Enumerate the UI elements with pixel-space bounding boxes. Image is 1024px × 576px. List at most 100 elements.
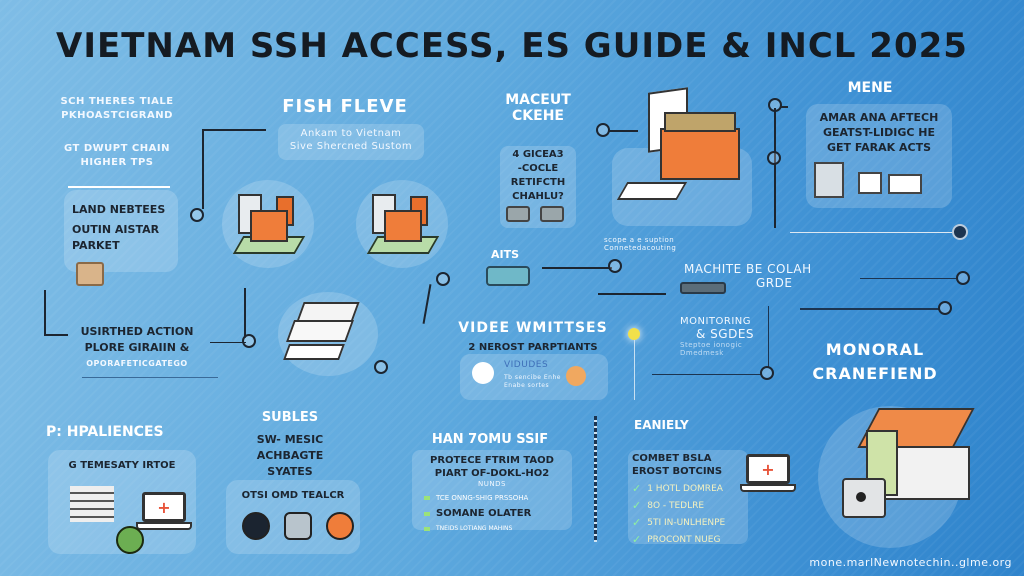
camera-lens-icon: [842, 478, 886, 518]
used-action-line-3: OPORAFETICGATEGO: [86, 359, 188, 368]
check-icon: ✓: [632, 482, 642, 495]
server-building-icon: [660, 128, 740, 180]
maceut-line-1: 4 GICEA3: [512, 149, 564, 160]
subles-text: SW- MESIC ACHBAGTE SYATES: [230, 432, 350, 480]
han-line-2: PIART OF-DOKL-HO2: [434, 468, 550, 479]
aits-label: AITS: [490, 248, 520, 261]
cube-icon: [284, 512, 312, 540]
left-panel-line-3: PARKET: [72, 239, 120, 252]
cube-face: [866, 430, 898, 496]
left-panel: LAND NEBTEES OUTIN AISTAR PARKET: [64, 190, 178, 272]
maceut-heading-1: MACEUT: [505, 92, 571, 108]
server-roof: [664, 112, 736, 132]
mene-line-1: AMAR ANA AFTECH: [819, 111, 939, 124]
connector-node: [938, 301, 952, 315]
eaniely-line-2: EROST BOTCINS: [632, 466, 723, 477]
building-icon: [814, 162, 844, 198]
device-icon: [506, 206, 530, 222]
fish-heading: FISH FLEVE: [282, 96, 408, 117]
used-action-line-2: PLORE GIRAIIN &: [84, 341, 190, 354]
document-stack-icon: [282, 298, 362, 368]
connector-node: [190, 208, 204, 222]
maceut-heading-2: CKEHE: [512, 108, 564, 124]
footer-url[interactable]: mone.marlNewnotechin..glme.org: [809, 556, 1012, 569]
han-panel: PROTECE FTRIM TAOD PIART OF-DOKL-HO2 NUN…: [412, 450, 572, 532]
window-icon: [326, 512, 354, 540]
mene-line-3: GET FARAK ACTS: [827, 141, 931, 154]
han-line-3: NUNDS: [478, 480, 506, 488]
monitoring-text: MONITORING & SGDES Steptoe ionogic Dmedm…: [680, 316, 770, 357]
device-icon: [486, 266, 530, 286]
monoral-line-1: MONORAL: [825, 340, 925, 359]
laptop-icon: +: [740, 454, 796, 492]
aits-note-1: scope a e suption: [604, 236, 675, 244]
connector-node: [436, 272, 450, 286]
monitor-icon: [858, 172, 882, 194]
hpaliences-panel: G TEMESATY IRTOE +: [48, 450, 196, 554]
maceut-heading: MACEUT CKEHE: [498, 92, 578, 124]
subles-heading: SUBLES: [261, 410, 319, 425]
aits-note-2: Connetedacouting: [604, 244, 677, 252]
left-intro-text: SCH THERES TIALE PKHOASTCIGRAND GT DWUPT…: [52, 96, 182, 168]
device-icon: [540, 206, 564, 222]
left-intro-line-2: PKHOASTCIGRAND: [61, 110, 173, 121]
left-intro-line-4: HIGHER TPS: [80, 157, 154, 168]
badge-icon: [116, 526, 144, 554]
left-panel-line-2: OUTIN AISTAR: [72, 223, 160, 236]
fish-sub-1: Ankam to Vietnam: [300, 128, 402, 139]
subles-line-2: ACHBAGTE: [256, 449, 324, 462]
video-card: VIDUDES Tb sencibe Enhe Enabe sortes: [460, 354, 608, 400]
page-title: VIETNAM SSH ACCESS, ES GUIDE & INCL 2025: [56, 26, 968, 66]
video-card-line-1: Tb sencibe Enhe: [504, 374, 561, 381]
monitoring-line-3: Steptoe ionogic: [680, 341, 743, 349]
check-icon: ✓: [632, 533, 642, 546]
divider: [82, 377, 218, 378]
monoral-heading: MONORAL CRANEFIEND: [800, 338, 950, 386]
machite-line-1: MACHITE BE COLAH: [684, 262, 812, 276]
check-icon: ✓: [632, 499, 642, 512]
check-item: ✓5TI IN-UNLHENPE: [632, 516, 726, 529]
subles-line-1: SW- MESIC: [256, 433, 324, 446]
subles-panel: OTSI OMD TEALCR: [226, 480, 360, 554]
clock-icon: [242, 512, 270, 540]
fish-sub-2: Sive Shercned Sustom: [289, 141, 413, 152]
connector-node: [374, 360, 388, 374]
eaniely-line-1: COMBET BSLA: [632, 453, 712, 464]
sparkle-icon: [628, 328, 640, 340]
hpaliences-panel-title: G TEMESATY IRTOE: [68, 460, 176, 471]
machite-text: MACHITE BE COLAH GRDE: [684, 262, 834, 290]
stack-icon: [70, 486, 114, 522]
check-item: ✓1 HOTL DOMREA: [632, 482, 723, 495]
han-heading: HAN 7OMU SSIF: [431, 432, 549, 447]
connector-node: [242, 334, 256, 348]
mene-panel: AMAR ANA AFTECH GEATST-LIDIGC HE GET FAR…: [806, 104, 952, 208]
han-bullet: TCE ONNG-SHIG PRSSOHA: [424, 494, 572, 502]
maceut-line-3: RETIFCTH: [510, 177, 566, 188]
aits-note: scope a e suption Connetedacouting: [604, 236, 694, 252]
check-item: ✓PROCONT NUEG: [632, 533, 721, 546]
check-item: ✓8O - TEDLRE: [632, 499, 705, 512]
hpaliences-heading: P: HPALIENCES: [46, 424, 164, 440]
maceut-line-2: -COCLE: [517, 163, 559, 174]
package-icon: [76, 262, 104, 286]
lens-dot: [856, 492, 866, 502]
used-action-line-1: USIRTHED ACTION: [80, 325, 194, 338]
maceut-line-4: CHAHLU?: [512, 191, 564, 202]
video-card-line-2: Enabe sortes: [504, 382, 550, 389]
connector-node: [608, 259, 622, 273]
left-intro-line-3: GT DWUPT CHAIN: [64, 143, 170, 154]
video-avatar-icon: [472, 362, 494, 384]
mene-line-2: GEATST-LIDIGC HE: [822, 126, 936, 139]
connector-node: [760, 366, 774, 380]
monitoring-line-4: Dmedmesk: [680, 349, 724, 357]
subles-panel-title: OTSI OMD TEALCR: [241, 490, 345, 501]
check-icon: ✓: [632, 516, 642, 529]
maceut-panel: 4 GICEA3 -COCLE RETIFCTH CHAHLU?: [500, 146, 576, 228]
left-intro-line-1: SCH THERES TIALE: [60, 96, 174, 107]
video-card-title: VIDUDES: [504, 360, 549, 370]
han-bullet: TNEIDS LOTIANG MAHINS: [424, 525, 572, 532]
paper-icon: [616, 182, 688, 200]
video-sub: 2 NEROST PARPTIANTS: [468, 342, 598, 353]
machite-line-2: GRDE: [756, 276, 793, 290]
left-panel-line-1: LAND NEBTEES: [72, 203, 166, 216]
